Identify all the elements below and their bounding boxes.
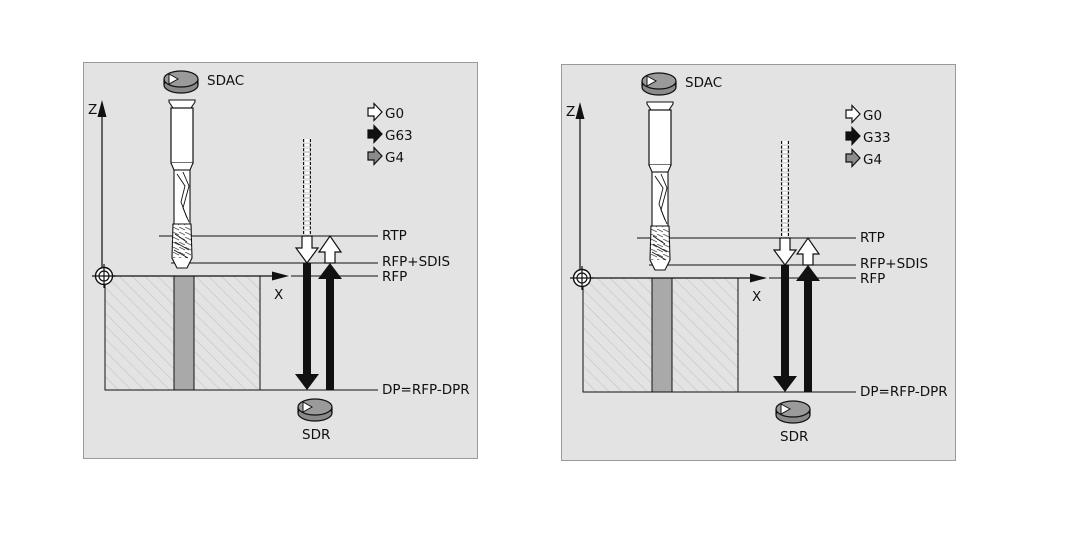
legend: G0 G63 G4 [367,101,413,167]
rfp-sdis-label: RFP+SDIS [860,256,928,272]
x-axis: X [591,273,767,305]
legend-dwell-label: G4 [385,150,404,166]
dp-label: DP=RFP-DPR [860,384,948,400]
sdac-label: SDAC [685,75,722,91]
sdac-label: SDAC [207,73,244,89]
feed-down-arrow-icon [295,263,319,390]
legend-dwell-icon [845,147,861,169]
reference-levels: RTP RFP+SDIS RFP DP=RFP-DPR [637,230,948,400]
legend-g0-icon [367,101,383,123]
legend-dwell-label: G4 [863,152,882,168]
tap-tool [168,99,196,269]
dp-label: DP=RFP-DPR [382,382,470,398]
sdr-label: SDR [780,429,808,445]
workpiece-zero-icon [570,266,594,290]
spindle-rotation-sdr-icon [297,398,333,422]
diagram-svg: Z X RTP RFP+SDIS RFP DP=RFP-DPR [561,64,956,461]
feed-up-arrow-icon [796,265,820,392]
x-axis-label: X [274,287,283,303]
sdr-label: SDR [302,427,330,443]
workpiece [104,275,261,391]
panel-background [561,64,956,461]
legend-feed-icon [845,125,861,147]
spindle-rotation-sdac-icon [641,72,677,96]
rtp-label: RTP [382,228,407,244]
legend-feed-label: G63 [385,128,413,144]
rapid-up-arrow-icon [317,234,343,264]
rfp-label: RFP [382,269,407,285]
spindle-rotation-sdac-icon [163,70,199,94]
feed-down-arrow-icon [773,265,797,392]
z-axis-label: Z [88,102,97,118]
rfp-label: RFP [860,271,885,287]
spindle-rotation-sdr-icon [775,400,811,424]
rapid-down-arrow-icon [772,237,798,267]
z-axis-label: Z [566,104,575,120]
feed-up-arrow-icon [318,263,342,390]
legend-g0-icon [845,103,861,125]
legend-dwell-icon [367,145,383,167]
legend-rapid-label: G0 [863,108,882,124]
thread-bore [173,275,195,391]
rapid-down-arrow-icon [294,235,320,265]
x-axis: X [113,271,289,303]
tap-tool [646,101,674,271]
x-axis-label: X [752,289,761,305]
tapping-diagram-g33: Z X RTP RFP+SDIS RFP DP=RFP-DPR [561,64,956,461]
rapid-up-arrow-icon [795,236,821,266]
z-axis: Z [88,100,107,278]
legend: G0 G33 G4 [845,103,891,169]
legend-feed-label: G33 [863,130,891,146]
rfp-sdis-label: RFP+SDIS [382,254,450,270]
workpiece-zero-icon [92,264,116,288]
thread-bore [651,277,673,393]
legend-feed-icon [367,123,383,145]
z-axis: Z [566,102,585,280]
panel-background [83,62,478,459]
tapping-diagram-g63: Z X RTP RFP+SDIS RFP DP=RFP-DPR [83,62,478,459]
rtp-label: RTP [860,230,885,246]
legend-rapid-label: G0 [385,106,404,122]
workpiece [582,277,739,393]
diagram-svg: Z X RTP RFP+SDIS RFP DP=RFP-DPR [83,62,478,459]
